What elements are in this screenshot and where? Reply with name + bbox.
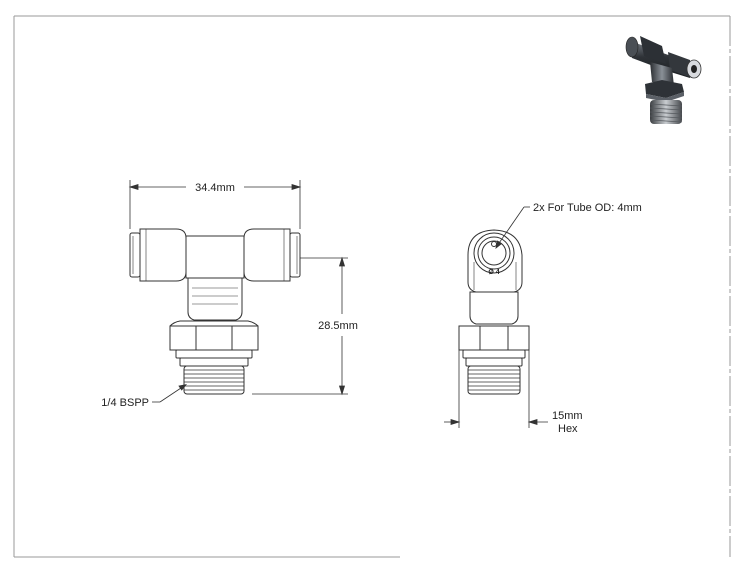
isometric-render <box>625 36 702 124</box>
drawing-frame <box>13 15 731 558</box>
height-dimension-label: 28.5mm <box>318 320 358 332</box>
side-view-dimensions <box>444 206 548 428</box>
side-view <box>458 229 530 395</box>
front-view <box>129 228 301 395</box>
hex-label: Hex <box>558 423 578 435</box>
thread-spec-label: 1/4 BSPP <box>101 397 149 409</box>
tube-callout-label: 2x For Tube OD: 4mm <box>533 202 642 214</box>
front-view-dimensions <box>128 180 348 403</box>
hex-size-label: 15mm <box>552 410 583 422</box>
width-dimension-label: 34.4mm <box>195 182 235 194</box>
port-diameter-symbol: Ø 4 <box>488 269 499 276</box>
